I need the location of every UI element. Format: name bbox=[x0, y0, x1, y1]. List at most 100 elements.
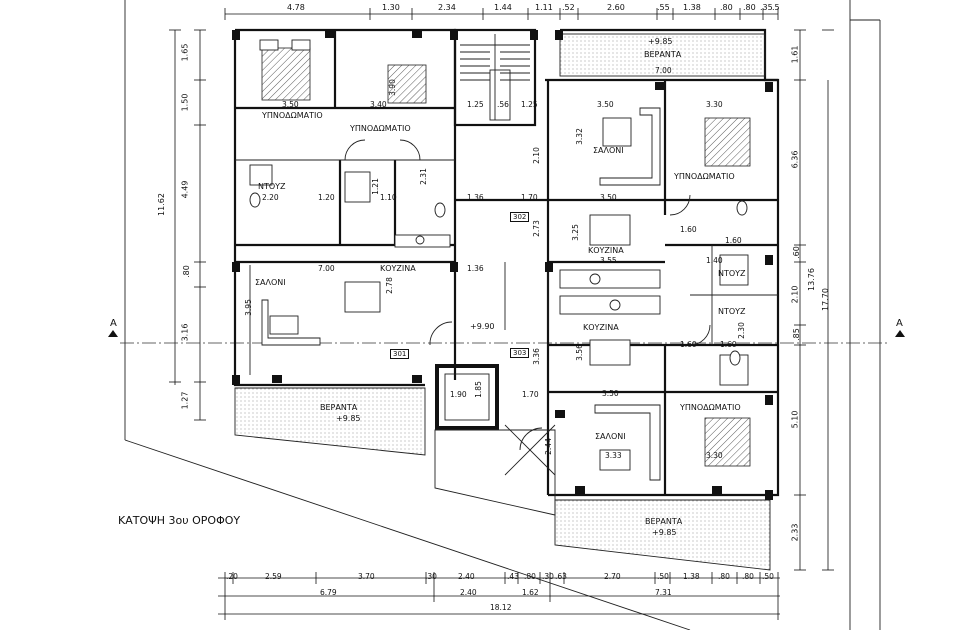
bed-icon bbox=[704, 117, 751, 167]
room-label-veranda: ΒΕΡΑΝΤΑ bbox=[645, 517, 683, 526]
section-marker-right: A bbox=[896, 318, 903, 329]
kitchen-counter-icon bbox=[394, 234, 661, 315]
top-dim: 2.34 bbox=[438, 3, 456, 12]
room-label-bedroom: ΥΠΝΟΔΩΜΑΤΙΟ bbox=[680, 403, 741, 412]
inner-dim: 1.10 bbox=[380, 193, 397, 202]
bottom-dim: .50 bbox=[657, 572, 669, 581]
apt-301-interior-walls bbox=[235, 30, 455, 375]
room-label-veranda: ΒΕΡΑΝΤΑ bbox=[320, 403, 358, 412]
level-mark: +9.85 bbox=[652, 528, 677, 537]
bottom-dim: .30 bbox=[542, 572, 554, 581]
inner-dim: 1.60 bbox=[680, 225, 697, 234]
dining-table-icon bbox=[344, 281, 381, 313]
top-dimension-line bbox=[224, 8, 779, 20]
inner-dim: 2.20 bbox=[262, 193, 279, 202]
inner-dim: 7.00 bbox=[318, 264, 335, 273]
inner-dim: 2.44 bbox=[543, 438, 553, 455]
bottom-dim: .43 bbox=[507, 572, 519, 581]
bottom-dim: 3.70 bbox=[358, 572, 375, 581]
inner-dim: 2.31 bbox=[418, 168, 428, 185]
room-label-kitchen: ΚΟΥΖΙΝΑ bbox=[380, 264, 416, 273]
inner-dim: 3.50 bbox=[282, 100, 299, 109]
top-dim: 1.30 bbox=[382, 3, 400, 12]
inner-dim: 2.10 bbox=[531, 147, 541, 164]
inner-dim: 1.21 bbox=[370, 178, 380, 195]
top-dim: .55 bbox=[657, 3, 670, 12]
stair bbox=[460, 34, 530, 121]
inner-dim: 1.25 bbox=[521, 100, 538, 109]
bed-icon bbox=[387, 64, 427, 104]
top-veranda bbox=[559, 33, 766, 77]
inner-dim: 3.50 bbox=[600, 193, 617, 202]
left-dim: 1.65 bbox=[180, 43, 190, 62]
inner-dim: 3.56 bbox=[574, 344, 584, 361]
west-veranda bbox=[234, 387, 426, 456]
room-label-living: ΣΑΛΟΝΙ bbox=[593, 146, 624, 155]
right-dim: 1.61 bbox=[790, 45, 800, 64]
section-axis bbox=[108, 330, 905, 344]
bottom-dimension-lines bbox=[218, 572, 780, 620]
inner-dim: 2.30 bbox=[736, 322, 746, 339]
door-swings bbox=[344, 139, 711, 451]
inner-dim: 3.55 bbox=[600, 256, 617, 265]
east-interior-walls bbox=[548, 80, 778, 495]
top-dim: 1.38 bbox=[683, 3, 701, 12]
right-dim: 5.10 bbox=[790, 410, 800, 429]
bottom-dim: .20 bbox=[226, 572, 238, 581]
inner-dim: .56 bbox=[497, 100, 509, 109]
right-dim: .85 bbox=[791, 328, 801, 341]
inner-dim: 3.32 bbox=[574, 128, 584, 145]
inner-dim: 1.36 bbox=[467, 193, 484, 202]
apartment-number: 302 bbox=[510, 212, 530, 222]
section-marker-left: A bbox=[110, 318, 117, 329]
level-mark: +9.85 bbox=[336, 414, 361, 423]
sofa-icon bbox=[594, 404, 661, 481]
inner-dim: 3.50 bbox=[597, 100, 614, 109]
inner-dim: 3.40 bbox=[370, 100, 387, 109]
inner-dim: 3.30 bbox=[706, 100, 723, 109]
bottom-dim: 2.40 bbox=[458, 572, 475, 581]
room-label-bedroom: ΥΠΝΟΔΩΜΑΤΙΟ bbox=[674, 172, 735, 181]
bottom-dim: .80 bbox=[718, 572, 730, 581]
right-dim: 2.33 bbox=[790, 523, 800, 542]
inner-dim: 3.90 bbox=[387, 79, 397, 96]
room-label-living: ΣΑΛΟΝΙ bbox=[595, 432, 626, 441]
bottom-total: 18.12 bbox=[490, 603, 512, 612]
right-total-outer: 17.70 bbox=[820, 288, 830, 311]
room-label-kitchen: ΚΟΥΖΙΝΑ bbox=[583, 323, 619, 332]
top-dim: 1.44 bbox=[494, 3, 512, 12]
bottom-dim: 2.70 bbox=[604, 572, 621, 581]
bed-icon bbox=[259, 39, 311, 101]
room-label-bedroom: ΥΠΝΟΔΩΜΑΤΙΟ bbox=[262, 111, 323, 120]
left-dim: 1.27 bbox=[180, 391, 190, 410]
bottom-dim: 1.62 bbox=[522, 588, 539, 597]
inner-dim: 1.25 bbox=[467, 100, 484, 109]
inner-dim: 3.50 bbox=[602, 389, 619, 398]
inner-dim: 1.60 bbox=[720, 340, 737, 349]
top-dim: .52 bbox=[562, 3, 575, 12]
bottom-dim: .63 bbox=[555, 572, 567, 581]
bottom-dim: 2.40 bbox=[460, 588, 477, 597]
inner-dim: 3.30 bbox=[706, 451, 723, 460]
site-boundary bbox=[124, 0, 881, 630]
left-dim: 4.49 bbox=[180, 180, 190, 199]
inner-dim: 7.00 bbox=[655, 66, 672, 75]
bottom-balcony-slab bbox=[434, 424, 556, 516]
inner-dim: 3.25 bbox=[570, 224, 580, 241]
inner-dim: 1.20 bbox=[318, 193, 335, 202]
right-dimension-line bbox=[794, 29, 834, 571]
room-label-bedroom: ΥΠΝΟΔΩΜΑΤΙΟ bbox=[350, 124, 411, 133]
toilet-icon bbox=[249, 192, 748, 366]
bottom-dim: 6.79 bbox=[320, 588, 337, 597]
right-dim: 6.36 bbox=[790, 150, 800, 169]
room-label-living: ΣΑΛΟΝΙ bbox=[255, 278, 286, 287]
inner-dim: 1.40 bbox=[706, 256, 723, 265]
apartment-number: 301 bbox=[390, 349, 410, 359]
bottom-dim: .50 bbox=[762, 572, 774, 581]
inner-dim: 1.36 bbox=[467, 264, 484, 273]
columns bbox=[232, 30, 773, 500]
kitchen-island-icon bbox=[589, 214, 631, 366]
inner-dim: 2.73 bbox=[531, 220, 541, 237]
